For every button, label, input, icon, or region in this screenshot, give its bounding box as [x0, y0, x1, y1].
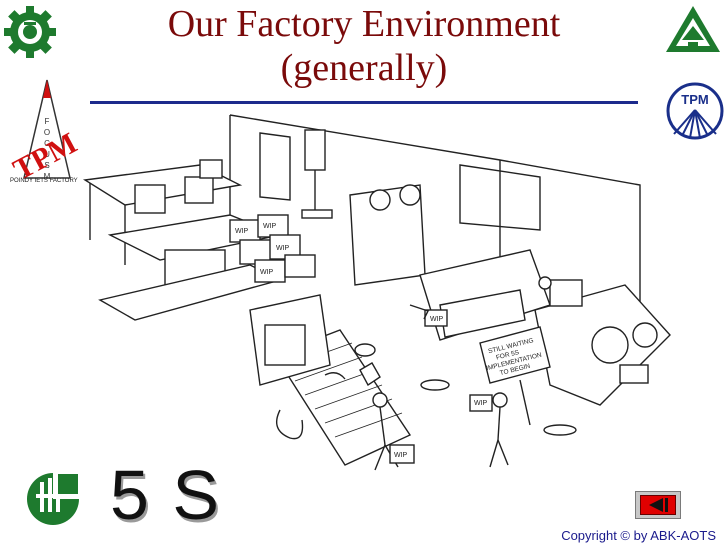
focus-letter: S — [44, 161, 50, 170]
tower-icon — [23, 79, 71, 179]
focus-letter: F — [44, 117, 50, 126]
focus-letter: C — [44, 139, 50, 148]
wip-label: WIP — [430, 316, 444, 323]
gear-logo-icon — [4, 6, 56, 58]
slide-title: Our Factory Environment (generally) — [90, 2, 638, 90]
wip-label: WIP — [235, 228, 249, 235]
jipm-logo-icon — [27, 473, 79, 525]
wip-label: WIP — [260, 269, 274, 276]
title-underline — [90, 101, 638, 104]
back-button[interactable] — [635, 491, 681, 519]
focus-letter: M — [43, 172, 51, 181]
five-s-title: 5 S — [110, 456, 222, 534]
copyright-text: Copyright © by ABK-AOTS — [561, 528, 716, 543]
factory-illustration: WIP WIP WIP WIP WIP WIP WIP STILL WAITIN… — [82, 114, 671, 471]
wip-label: WIP — [263, 223, 277, 230]
wip-label: WIP — [276, 245, 290, 252]
wip-label: WIP — [474, 400, 488, 407]
logo-caption: POINDY IETS FACTORY — [10, 178, 78, 184]
wip-label: WIP — [394, 452, 408, 459]
title-line-1: Our Factory Environment — [167, 3, 561, 45]
tpm-circle-logo-icon — [666, 82, 724, 140]
tpm-blue-text: TPM — [681, 92, 709, 107]
back-button-face[interactable] — [640, 495, 676, 515]
focus-letters: F O C U S M — [40, 116, 54, 182]
title-line-2: (generally) — [280, 47, 448, 89]
focus-letter: O — [43, 128, 51, 137]
back-arrow-icon — [649, 498, 668, 512]
focus-tpm-logo: F O C U S M TPM POINDY IETS FACTORY — [8, 78, 84, 190]
triangle-logo-icon — [666, 6, 720, 52]
focus-letter: U — [44, 150, 50, 159]
